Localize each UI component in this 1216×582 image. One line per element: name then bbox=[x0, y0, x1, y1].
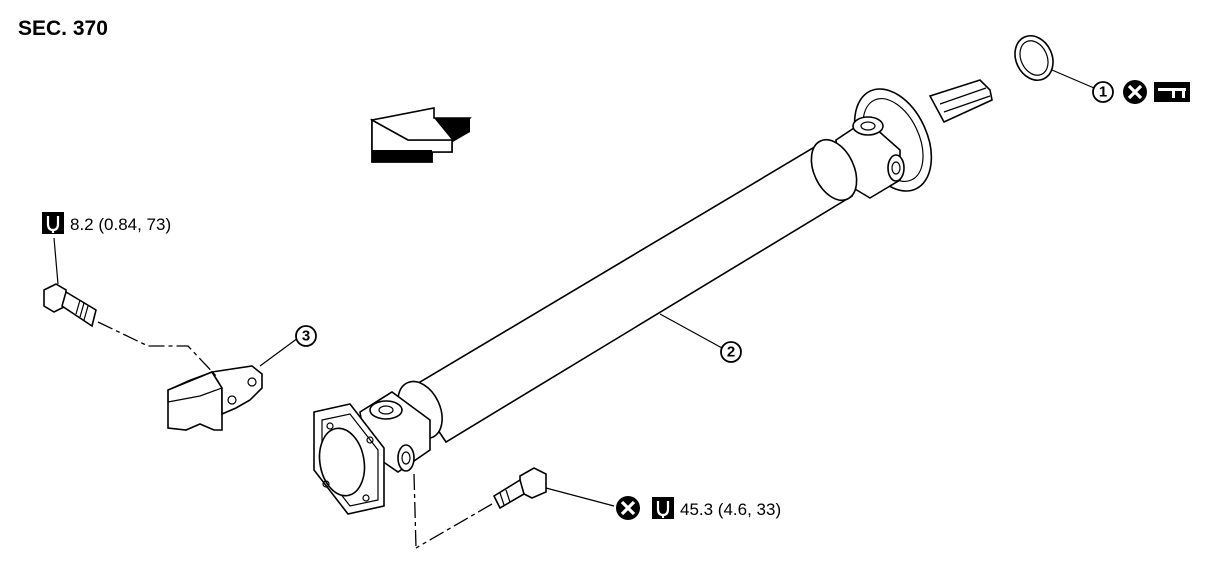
leader-line bbox=[1051, 69, 1095, 89]
front-direction-arrow-icon bbox=[369, 107, 472, 163]
section-label: SEC. 370 bbox=[18, 17, 108, 40]
torque-spec-bracket-bolt: 8.2 (0.84, 73) bbox=[70, 215, 171, 234]
torque-spec-flange-bolt: 45.3 (4.6, 33) bbox=[680, 500, 781, 519]
flange-alignment-line bbox=[413, 473, 417, 549]
leader-line bbox=[53, 237, 59, 285]
torque-wrench-icon bbox=[652, 497, 674, 519]
do-not-reuse-icon bbox=[1123, 80, 1147, 104]
apply-fluid-icon bbox=[1154, 82, 1190, 102]
leader-line bbox=[545, 487, 615, 507]
bracket-bolt-alignment-line bbox=[97, 321, 219, 379]
leader-line bbox=[659, 313, 723, 349]
leader-line bbox=[259, 337, 299, 367]
svg-text:1: 1 bbox=[1099, 84, 1107, 101]
svg-text:3: 3 bbox=[302, 328, 310, 345]
bracket bbox=[167, 365, 263, 431]
propeller-shaft bbox=[313, 79, 993, 515]
seal-ring bbox=[1014, 35, 1054, 81]
callout-2: 2 bbox=[720, 341, 742, 363]
flange-bolt-alignment-line bbox=[415, 503, 493, 549]
callout-1: 1 bbox=[1092, 81, 1114, 103]
bracket-bolt bbox=[43, 283, 97, 328]
torque-wrench-icon bbox=[42, 212, 64, 234]
svg-text:2: 2 bbox=[727, 344, 735, 361]
do-not-reuse-icon bbox=[616, 496, 640, 520]
callout-3: 3 bbox=[295, 325, 317, 347]
flange-bolt bbox=[492, 467, 547, 510]
